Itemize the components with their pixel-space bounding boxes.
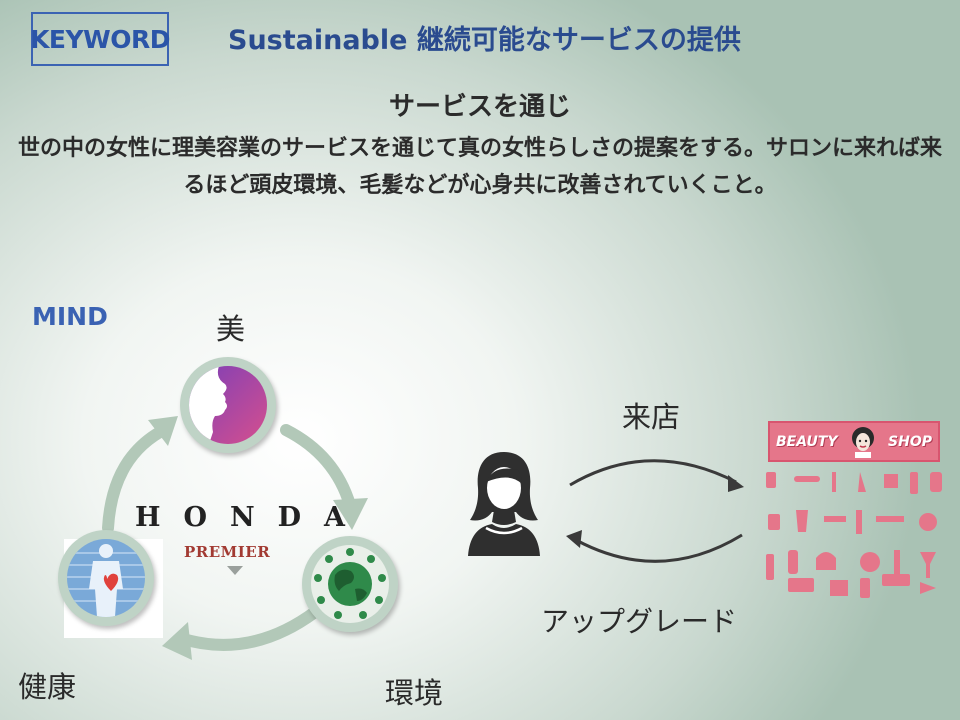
shop-banner-left: BEAUTY — [776, 433, 838, 450]
visit-label: 来店 — [622, 400, 681, 434]
page-title: Sustainable 継続可能なサービスの提供 — [228, 25, 741, 56]
node-beauty — [180, 357, 276, 453]
description-text: 世の中の女性に理美容業のサービスを通じて真の女性らしさの提案をする。サロンに来れ… — [17, 135, 942, 198]
visit-arrow — [569, 459, 737, 487]
beauty-shop-banner: BEAUTY SHOP — [768, 421, 940, 462]
brand-letter: H — [135, 502, 161, 533]
cycle-arrow-environment-health — [174, 606, 321, 651]
cycle-arrowhead-environment — [333, 498, 368, 530]
brand-letter: O — [183, 502, 208, 533]
brand-subtitle: PREMIER — [184, 543, 271, 561]
node-label-health: 健康 — [18, 670, 77, 704]
earth-icon — [311, 545, 389, 623]
brand-letter: N — [229, 502, 255, 533]
shop-face-icon — [851, 426, 874, 458]
visit-arrowhead — [728, 475, 744, 492]
cycle-arrowhead-health — [162, 622, 192, 660]
node-health — [58, 530, 154, 626]
keyword-badge: KEYWORD — [30, 12, 170, 66]
brand-letter: A — [324, 502, 345, 533]
node-label-environment: 環境 — [385, 676, 444, 710]
section-heading: サービスを通じ — [388, 92, 571, 122]
shop-banner-right: SHOP — [888, 433, 932, 450]
upgrade-arrow — [575, 533, 743, 563]
upgrade-label: アップグレード — [541, 605, 738, 638]
beauty-face-icon — [189, 366, 267, 444]
body-heart-icon — [67, 539, 145, 617]
node-label-beauty: 美 — [216, 312, 246, 346]
brand-logo: H O N D A — [135, 502, 345, 533]
brand-triangle — [227, 566, 243, 575]
node-environment — [302, 536, 398, 632]
mind-label: MIND — [32, 302, 108, 331]
beauty-tools-icon — [766, 472, 942, 598]
cycle-arrowhead-beauty — [148, 416, 178, 446]
woman-avatar-icon — [468, 452, 540, 556]
upgrade-arrowhead — [566, 530, 582, 548]
cycle-arrow-health-beauty — [102, 426, 166, 534]
cycle-arrow-beauty-environment — [280, 424, 356, 511]
brand-letter: D — [277, 502, 302, 533]
